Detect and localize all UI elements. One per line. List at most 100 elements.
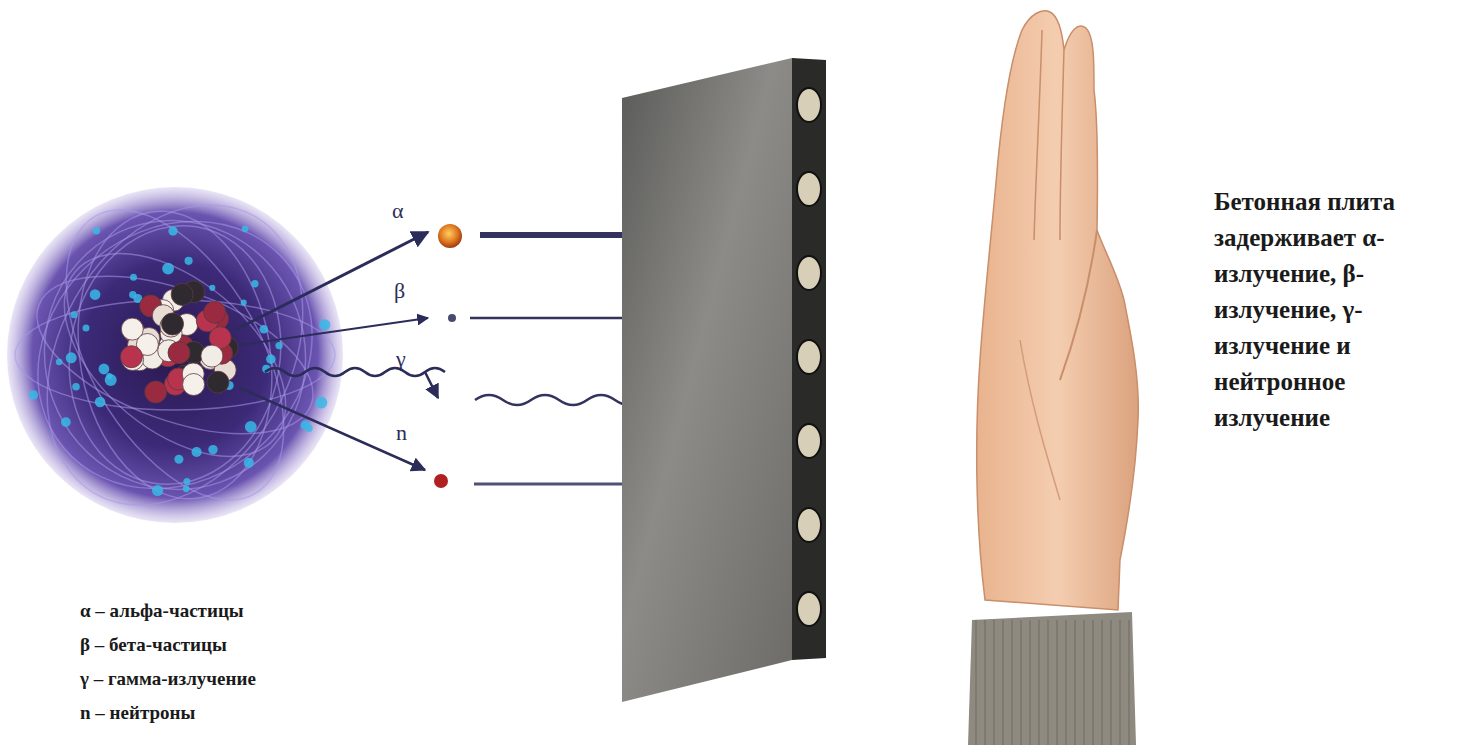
- knit-line: [1030, 620, 1031, 745]
- electron: [260, 325, 269, 334]
- knit-line: [976, 620, 977, 745]
- finger-line: [1060, 50, 1064, 240]
- knit-line: [1120, 620, 1121, 745]
- emission-arrow: [425, 372, 438, 398]
- electron: [29, 390, 39, 400]
- slab-edge: [792, 58, 826, 660]
- gamma-wave: [265, 368, 445, 376]
- slab-hole: [797, 424, 821, 458]
- electron: [162, 263, 174, 275]
- orbit: [7, 184, 344, 527]
- electron: [183, 478, 190, 485]
- knit-line: [985, 620, 986, 745]
- orbit: [49, 209, 301, 502]
- nucleon: [145, 381, 167, 403]
- hand: [977, 11, 1139, 610]
- nucleon: [162, 313, 184, 335]
- orbit: [21, 174, 328, 536]
- knit-line: [1102, 620, 1103, 745]
- electron: [208, 445, 217, 454]
- electron: [93, 227, 100, 234]
- ray-label: γ: [396, 344, 426, 373]
- knit-line: [994, 620, 995, 745]
- finger-line: [1034, 30, 1042, 240]
- nucleon: [201, 345, 223, 367]
- knit-line: [1084, 620, 1085, 745]
- legend-line: n – нейтроны: [80, 700, 380, 725]
- orbit: [27, 214, 323, 496]
- electron: [90, 289, 101, 300]
- electron: [152, 485, 163, 496]
- slab-holes: [797, 88, 821, 626]
- electron: [245, 421, 257, 433]
- knit-line: [1003, 620, 1004, 745]
- electron: [130, 274, 137, 281]
- alpha-particle: [438, 224, 462, 248]
- knit-line: [1075, 620, 1076, 745]
- palm-line: [1020, 340, 1060, 500]
- nucleon: [171, 283, 193, 305]
- knit-line: [1129, 620, 1130, 745]
- nucleon: [168, 342, 190, 364]
- electron: [266, 354, 276, 364]
- electron: [71, 311, 78, 318]
- nucleon: [183, 374, 205, 396]
- electron: [61, 417, 71, 427]
- nucleus: [120, 281, 238, 403]
- legend-line: β – бета-частицы: [80, 632, 380, 657]
- emission-arrow: [240, 318, 428, 345]
- electron: [183, 485, 190, 492]
- knit-line: [1039, 620, 1040, 745]
- sleeve-knit: [976, 620, 1129, 745]
- knit-line: [1048, 620, 1049, 745]
- electron: [209, 285, 215, 291]
- electron: [242, 225, 249, 232]
- slab-face: [622, 58, 792, 702]
- electron: [168, 226, 177, 235]
- slab-hole: [797, 172, 821, 206]
- legend-line: α – альфа-частицы: [80, 598, 380, 623]
- slab-hole: [797, 88, 821, 122]
- slab-hole: [797, 340, 821, 374]
- atom-cloud: [7, 187, 343, 523]
- knit-line: [1111, 620, 1112, 745]
- electron: [319, 319, 330, 330]
- explanation-note: Бетонная плита задерживает α-излучение, …: [1214, 184, 1466, 436]
- nucleon: [207, 371, 229, 393]
- electron: [95, 397, 106, 408]
- orbit: [17, 244, 334, 465]
- ray-label: α: [392, 196, 422, 225]
- atom-illustration: [0, 159, 366, 551]
- electron: [174, 455, 183, 464]
- electron: [99, 364, 110, 375]
- legend-line: γ – гамма-излучение: [80, 666, 380, 691]
- slab-hole: [797, 508, 821, 542]
- orbit: [0, 159, 355, 551]
- emission-arrow: [240, 388, 425, 470]
- electron: [185, 257, 193, 265]
- electron: [72, 383, 80, 391]
- neutron-particle: [434, 474, 448, 488]
- emission-arrow: [235, 232, 428, 330]
- electron: [241, 300, 247, 306]
- electron: [83, 324, 90, 331]
- sleeve: [968, 612, 1136, 745]
- electron: [129, 291, 136, 298]
- orbit: [56, 196, 293, 515]
- electron: [244, 458, 254, 468]
- electron: [192, 447, 202, 457]
- atom-orbits: [0, 159, 366, 551]
- electron: [105, 374, 117, 386]
- hand-illustration: [968, 11, 1138, 745]
- slab-hole: [797, 256, 821, 290]
- slab-hole: [797, 592, 821, 626]
- ray-label: β: [394, 276, 424, 305]
- nucleon: [204, 301, 226, 323]
- concrete-slab: [622, 58, 826, 702]
- orbit: [0, 166, 366, 544]
- nucleon: [120, 346, 142, 368]
- electron: [316, 397, 328, 409]
- ray-label: n: [396, 418, 426, 447]
- knit-line: [1093, 620, 1094, 745]
